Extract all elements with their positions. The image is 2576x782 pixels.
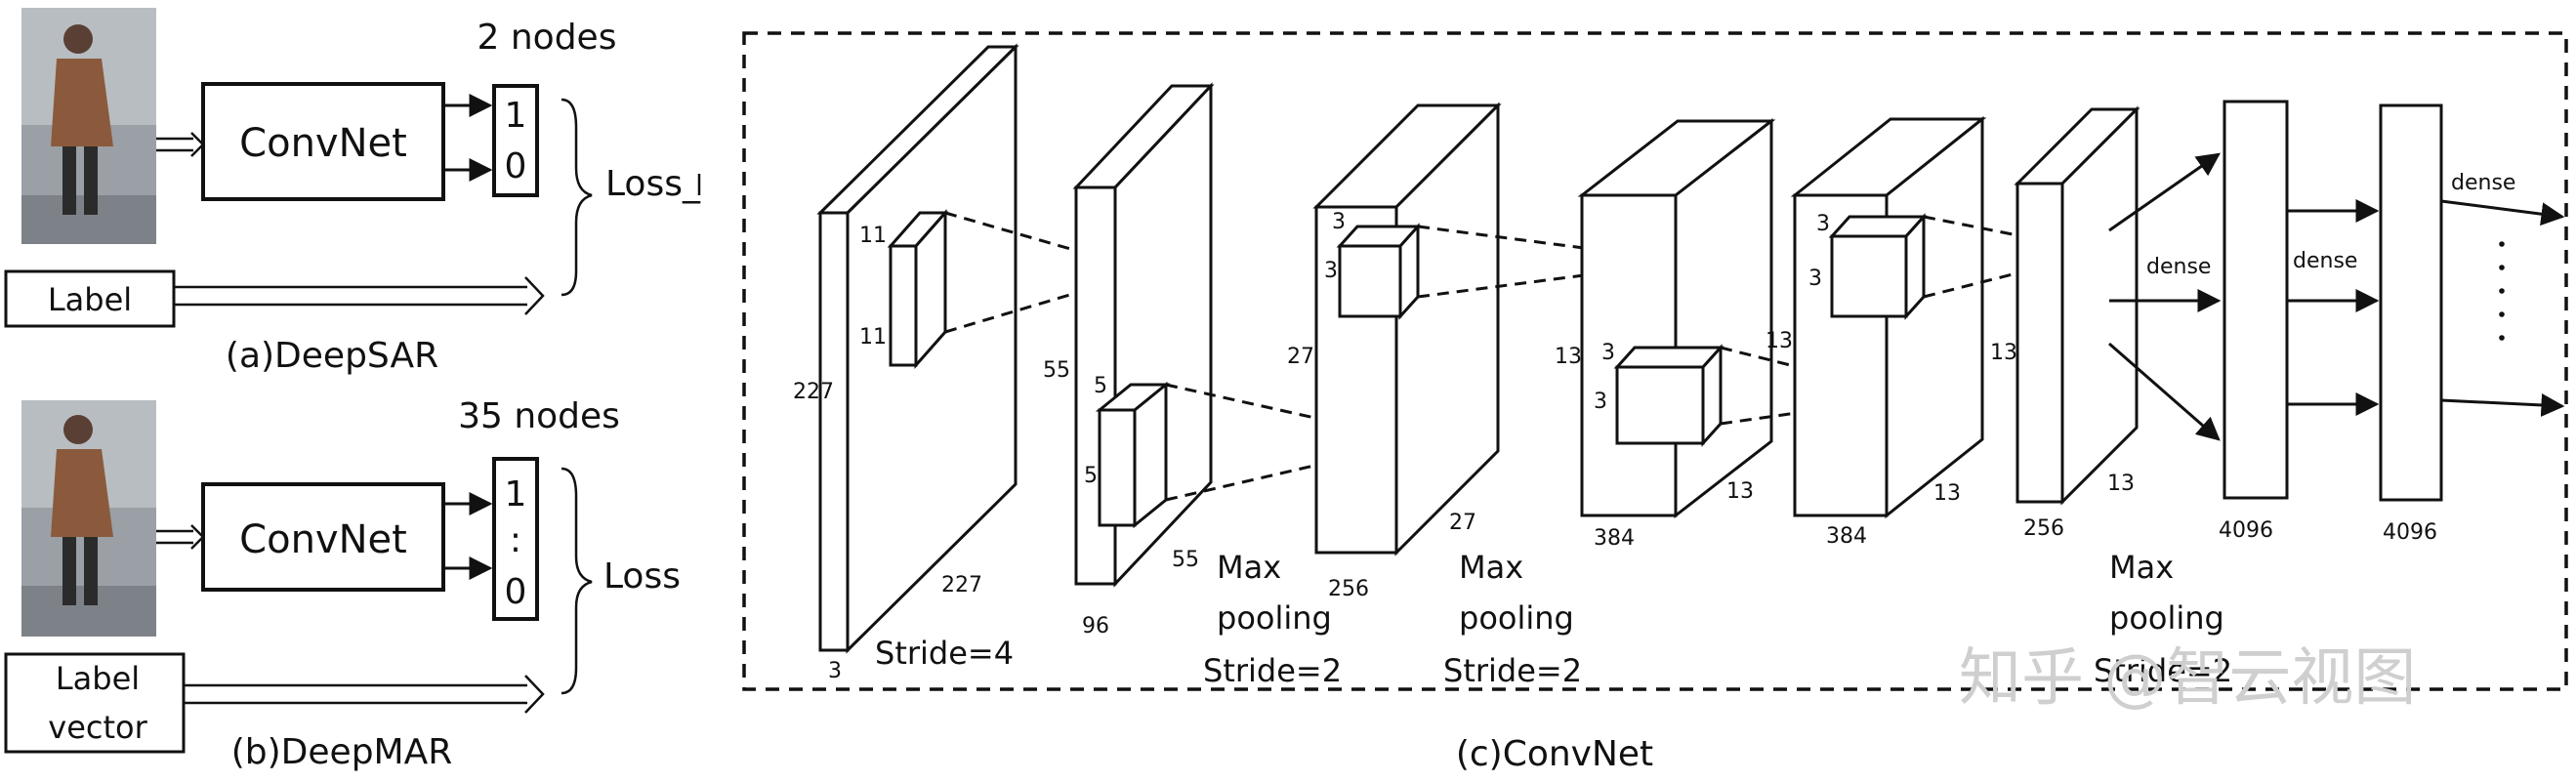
layer1-kernel-h: 11 <box>859 224 887 248</box>
layer1-width: 227 <box>941 573 982 597</box>
layer3-kernel-h: 3 <box>1332 210 1346 234</box>
layer5-block <box>1790 115 1987 519</box>
layer2-block <box>1072 82 1215 588</box>
fc1-size: 4096 <box>2219 518 2273 543</box>
output-dense-label: dense <box>2451 171 2515 195</box>
layer4-height: 13 <box>1555 345 1582 369</box>
output-nodes-a <box>492 84 539 197</box>
fc1-dense-label: dense <box>2146 255 2211 279</box>
layer6-height: 13 <box>1990 341 2017 365</box>
output-top-b: 1 <box>505 474 527 514</box>
label-box-b-line2: vector <box>48 709 147 746</box>
layer2-depth: 96 <box>1082 614 1109 638</box>
layer3-note-3: Stride=2 <box>1443 652 1582 689</box>
convnet-label-a: ConvNet <box>239 121 407 166</box>
output-bottom-b: 0 <box>505 572 527 612</box>
layer1-block <box>816 43 1019 654</box>
layer5-kernel-h: 3 <box>1816 212 1830 236</box>
layer2-kernel-h: 5 <box>1094 374 1107 398</box>
panel-c-dashed-frame <box>742 31 2568 691</box>
layer2-kernel-w: 5 <box>1084 464 1098 488</box>
nodes-label-a: 2 nodes <box>478 18 617 58</box>
convnet-box-b <box>201 482 445 592</box>
layer2-note-3: Stride=2 <box>1203 652 1342 689</box>
brace-b <box>561 467 593 695</box>
brace-a <box>561 98 593 297</box>
layer3-note-2: pooling <box>1459 599 1574 637</box>
label-box-a-text: Label <box>48 281 132 318</box>
layer3-width: 27 <box>1449 511 1476 535</box>
layer4-depth: 384 <box>1594 526 1635 551</box>
convnet-label-b: ConvNet <box>239 517 407 562</box>
convnet-box-a <box>201 82 445 201</box>
layer3-depth: 256 <box>1328 577 1369 601</box>
layer6-depth: 256 <box>2023 516 2064 541</box>
layer5-width: 13 <box>1933 481 1961 506</box>
caption-c: (c)ConvNet <box>1456 734 1653 774</box>
loss-label-a: Loss_ <box>605 164 701 204</box>
nodes-label-b: 35 nodes <box>458 396 620 436</box>
layer2-note-1: Max <box>1217 549 1281 586</box>
output-top-a: 1 <box>505 96 527 136</box>
output-nodes-b <box>492 457 539 621</box>
layer1-stride-note: Stride=4 <box>875 635 1014 672</box>
layer2-note-2: pooling <box>1217 599 1332 637</box>
layer2-height: 55 <box>1043 358 1070 383</box>
pedestrian-photo-b <box>21 400 156 637</box>
layer4-kernel-w: 3 <box>1594 390 1607 414</box>
layer5-depth: 384 <box>1826 524 1867 549</box>
layer1-kernel-w: 11 <box>859 325 887 350</box>
caption-a: (a)DeepSAR <box>226 336 438 376</box>
watermark: 知乎 @智云视图 <box>1959 642 2416 715</box>
layer1-height: 227 <box>793 380 834 404</box>
pedestrian-photo-a <box>21 8 156 244</box>
panel-c: 227 227 3 11 11 Stride=4 55 55 96 5 5 Ma… <box>742 31 2568 774</box>
fc2-size: 4096 <box>2383 520 2437 545</box>
label-box-a <box>4 269 176 328</box>
output-ellipsis <box>2499 241 2505 341</box>
fc1-block <box>2223 100 2289 500</box>
layer4-block <box>1577 117 1776 519</box>
loss-label-b: Loss <box>603 556 681 597</box>
layer6-note-2: pooling <box>2109 599 2224 637</box>
layer6-width: 13 <box>2107 472 2135 496</box>
output-bottom-a: 0 <box>505 146 527 186</box>
layer6-note-1: Max <box>2109 549 2174 586</box>
layer1-depth: 3 <box>828 659 842 683</box>
layer5-height: 13 <box>1766 329 1793 353</box>
layer3-height: 27 <box>1287 345 1314 369</box>
panel-b: ConvNet 1 : 0 35 nodes Loss Label vector… <box>4 396 681 772</box>
label-vector-box-b <box>4 652 186 754</box>
output-mid-b: : <box>510 520 521 560</box>
layer6-note-3: Stride=2 <box>2094 652 2232 689</box>
layer3-kernel-w: 3 <box>1324 259 1338 283</box>
layer3-note-1: Max <box>1459 549 1523 586</box>
layer4-kernel-h: 3 <box>1601 341 1615 365</box>
layer3-block <box>1312 102 1502 556</box>
caption-b: (b)DeepMAR <box>231 732 453 772</box>
label-box-b-line1: Label <box>56 660 140 697</box>
panel-a: ConvNet 1 0 2 nodes Loss_ Label (a)DeepS… <box>4 8 701 376</box>
fc2-block <box>2379 103 2443 502</box>
layer4-width: 13 <box>1726 479 1754 504</box>
layer2-width: 55 <box>1172 548 1199 572</box>
layer6-block <box>2014 105 2140 506</box>
layer5-kernel-w: 3 <box>1808 267 1822 291</box>
fc2-dense-label: dense <box>2293 249 2357 273</box>
